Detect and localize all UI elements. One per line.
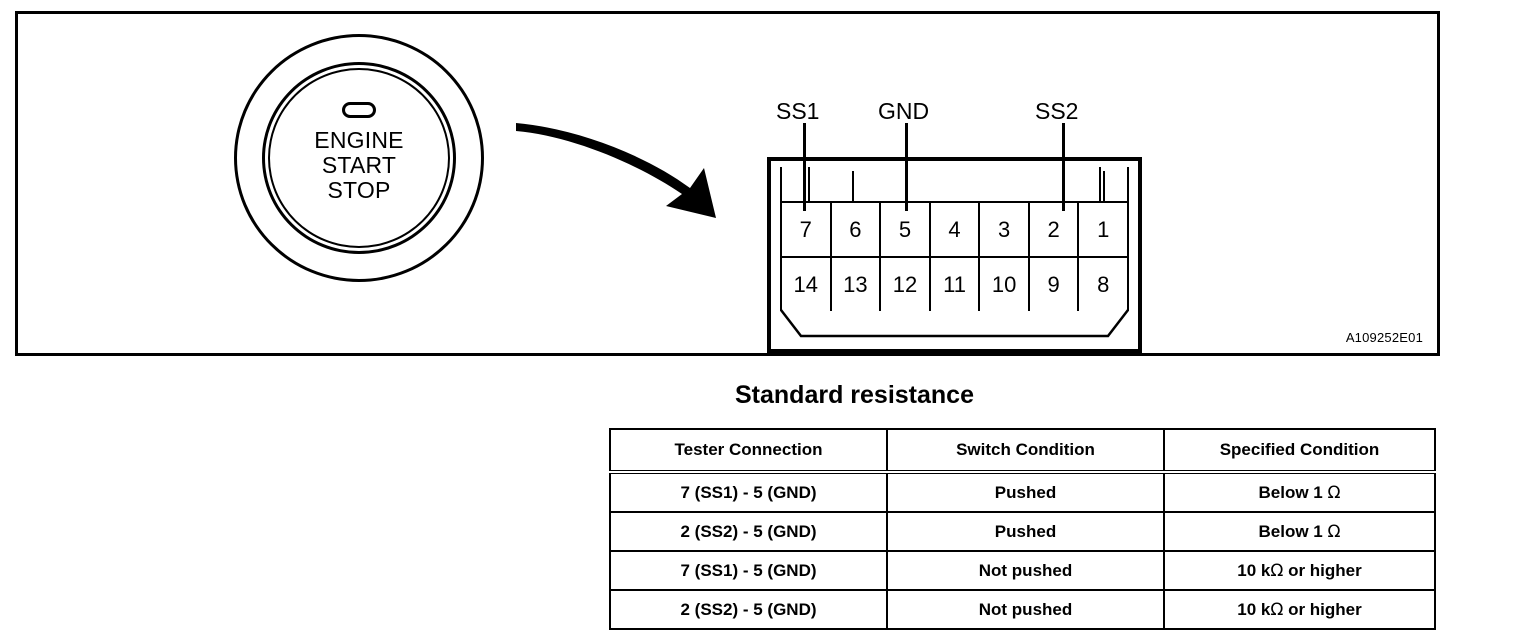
cell-specified-condition: Below 1 Ω bbox=[1163, 511, 1436, 552]
cell-switch-condition: Pushed bbox=[886, 511, 1165, 552]
leader-line-ss1 bbox=[803, 123, 806, 211]
switch-label-group: ENGINE START STOP bbox=[234, 128, 484, 203]
cell-tester-connection: 7 (SS1) - 5 (GND) bbox=[609, 471, 888, 513]
pin-cell: 7 bbox=[799, 216, 812, 242]
pin-cell: 11 bbox=[928, 258, 979, 311]
column-header-switch-condition: Switch Condition bbox=[886, 428, 1165, 474]
ohm-symbol: Ω bbox=[1270, 560, 1284, 581]
switch-label-line2: START bbox=[321, 152, 397, 178]
cell-switch-condition: Not pushed bbox=[886, 550, 1165, 591]
pin-row-bottom: 14 13 12 11 10 9 8 bbox=[782, 256, 1127, 311]
cell-switch-condition: Not pushed bbox=[886, 589, 1165, 630]
pin-cell: 13 bbox=[829, 258, 880, 311]
specified-value: 10 k bbox=[1237, 599, 1271, 619]
engine-start-stop-switch: ENGINE START STOP bbox=[234, 34, 484, 282]
table-row: 2 (SS2) - 5 (GND) Not pushed 10 kΩ or hi… bbox=[609, 589, 1436, 630]
specified-value: Below 1 bbox=[1258, 521, 1328, 541]
table-row: 7 (SS1) - 5 (GND) Pushed Below 1 Ω bbox=[609, 471, 1436, 513]
specified-value: Below 1 bbox=[1258, 482, 1328, 502]
pin-cell: 9 bbox=[1027, 258, 1078, 311]
pin-cell: 8 bbox=[1077, 258, 1127, 311]
terminal-label-ss2: SS2 bbox=[1035, 98, 1079, 124]
cell-specified-condition: 10 kΩ or higher bbox=[1163, 550, 1436, 591]
switch-inner-ring bbox=[268, 68, 450, 248]
switch-label-line3: STOP bbox=[327, 177, 391, 203]
illustration-frame: ENGINE START STOP SS1 GND SS2 7 6 5 4 3 … bbox=[15, 11, 1440, 356]
terminal-label-gnd: GND bbox=[878, 98, 930, 124]
column-header-tester-connection: Tester Connection bbox=[609, 428, 888, 474]
cell-tester-connection: 2 (SS2) - 5 (GND) bbox=[609, 511, 888, 552]
pin-cell: 6 bbox=[829, 203, 880, 256]
flow-arrow-icon bbox=[516, 123, 716, 218]
table-row: 7 (SS1) - 5 (GND) Not pushed 10 kΩ or hi… bbox=[609, 550, 1436, 591]
standard-resistance-table: Tester Connection Switch Condition Speci… bbox=[609, 428, 1436, 630]
section-title: Standard resistance bbox=[735, 381, 974, 409]
ohm-symbol: Ω bbox=[1270, 599, 1284, 620]
leader-line-gnd bbox=[905, 123, 908, 211]
pin-cell: 12 bbox=[879, 258, 929, 311]
switch-middle-ring bbox=[262, 62, 456, 254]
specified-value: 10 k bbox=[1237, 560, 1271, 580]
column-header-specified-condition: Specified Condition bbox=[1163, 428, 1436, 474]
cell-switch-condition: Pushed bbox=[886, 471, 1165, 513]
table-row: 2 (SS2) - 5 (GND) Pushed Below 1 Ω bbox=[609, 511, 1436, 552]
terminal-label-ss1: SS1 bbox=[776, 98, 820, 124]
cell-tester-connection: 2 (SS2) - 5 (GND) bbox=[609, 589, 888, 630]
connector-pin-grid: 7 6 5 4 3 2 1 14 13 12 11 10 9 8 bbox=[780, 201, 1129, 311]
connector-outer-shell bbox=[767, 157, 1142, 353]
specified-suffix: or higher bbox=[1283, 560, 1362, 580]
pin-cell: 1 bbox=[1077, 203, 1127, 256]
14-pin-connector: 7 6 5 4 3 2 1 14 13 12 11 10 9 8 bbox=[767, 157, 1142, 353]
cell-specified-condition: 10 kΩ or higher bbox=[1163, 589, 1436, 630]
connector-locking-tab bbox=[852, 171, 1105, 203]
switch-indicator-lamp-icon bbox=[342, 102, 376, 118]
specified-suffix: or higher bbox=[1283, 599, 1362, 619]
pin-cell: 14 bbox=[793, 271, 819, 297]
switch-label-line1: ENGINE bbox=[314, 127, 404, 153]
pin-cell: 5 bbox=[879, 203, 929, 256]
pin-cell: 10 bbox=[978, 258, 1028, 311]
switch-outer-ring bbox=[234, 34, 484, 282]
connector-notch-left bbox=[780, 167, 810, 203]
table-header-row: Tester Connection Switch Condition Speci… bbox=[609, 428, 1436, 474]
connector-bottom-chamfer bbox=[780, 309, 1129, 338]
pin-cell: 4 bbox=[928, 203, 979, 256]
pin-cell: 3 bbox=[978, 203, 1028, 256]
ohm-symbol: Ω bbox=[1327, 521, 1341, 542]
ohm-symbol: Ω bbox=[1327, 482, 1341, 503]
cell-specified-condition: Below 1 Ω bbox=[1163, 471, 1436, 513]
cell-tester-connection: 7 (SS1) - 5 (GND) bbox=[609, 550, 888, 591]
pin-row-top: 7 6 5 4 3 2 1 bbox=[782, 203, 1127, 256]
pin-cell: 2 bbox=[1027, 203, 1078, 256]
leader-line-ss2 bbox=[1062, 123, 1065, 211]
diagram-reference-code: A109252E01 bbox=[1345, 330, 1423, 345]
